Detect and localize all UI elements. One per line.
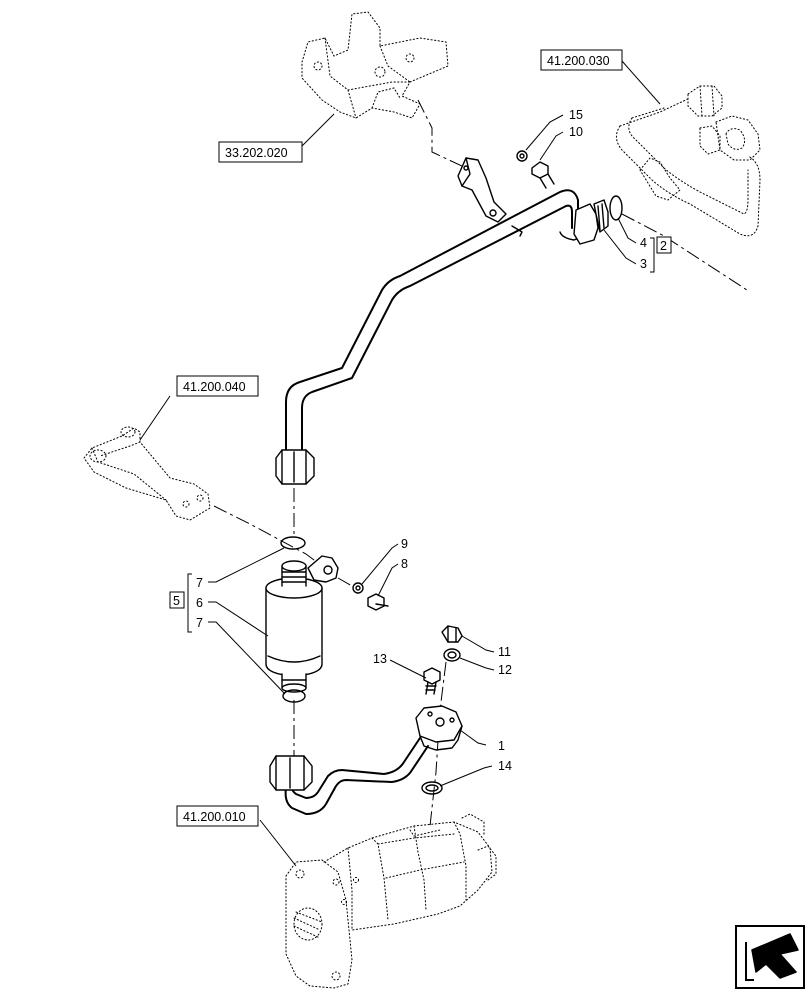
- callout-12: 12: [498, 663, 512, 677]
- washer-9: [352, 582, 364, 594]
- callout-13: 13: [373, 652, 387, 666]
- hose-assembly-dotted: [616, 85, 761, 237]
- callout-14: 14: [498, 759, 512, 773]
- plug-11: [441, 625, 463, 643]
- group-bracket-5: 5: [169, 573, 192, 633]
- ref-box-33-202-020[interactable]: 33.202.020: [218, 141, 303, 163]
- ref-box-41-200-040[interactable]: 41.200.040: [176, 375, 259, 397]
- axis-left-bracket: [213, 505, 331, 573]
- upper-pipe-fitting: [573, 195, 623, 245]
- hydraulic-filter: [265, 555, 339, 693]
- washer-15: [516, 150, 528, 162]
- ref-label-33-202-020: 33.202.020: [225, 146, 288, 160]
- washer-12-inner: [447, 651, 457, 659]
- manifold-block: [415, 705, 463, 751]
- upper-pipe-nut: [275, 449, 315, 485]
- washer-12: [443, 648, 461, 662]
- axis-fitting-hose: [621, 213, 751, 293]
- callout-1: 1: [498, 739, 505, 753]
- pipe-mounting-bracket: [457, 157, 523, 237]
- callout-11: 11: [498, 645, 511, 659]
- bracket-top-dotted: [301, 11, 449, 119]
- callout-7-upper: 7: [196, 576, 203, 590]
- axis-manifold: [429, 661, 447, 827]
- callout-9: 9: [401, 537, 408, 551]
- ref-label-41-200-030: 41.200.030: [547, 54, 610, 68]
- leader-lines: [139, 60, 661, 867]
- left-bracket-dotted: [83, 426, 211, 521]
- washer-14-inner: [425, 784, 439, 792]
- bolt-10: [531, 161, 555, 189]
- callout-6: 6: [196, 596, 203, 610]
- callout-10: 10: [569, 125, 583, 139]
- o-ring-lower: [282, 689, 306, 703]
- axis-bracket: [417, 99, 467, 169]
- group-label-2: 2: [660, 239, 667, 253]
- callout-15: 15: [569, 108, 583, 122]
- callout-8: 8: [401, 557, 408, 571]
- upper-pipe: [285, 189, 585, 451]
- bolt-8: [367, 593, 389, 611]
- ref-box-41-200-030[interactable]: 41.200.030: [540, 49, 623, 71]
- arrow-nav-icon[interactable]: [735, 925, 805, 989]
- group-label-5: 5: [173, 594, 180, 608]
- ref-label-41-200-040: 41.200.040: [183, 380, 246, 394]
- ref-box-41-200-010[interactable]: 41.200.010: [176, 805, 259, 827]
- lower-pipe: [284, 737, 429, 815]
- o-ring-upper: [280, 536, 306, 550]
- callout-3: 3: [640, 257, 647, 271]
- axis-filter-bolt: [337, 577, 353, 587]
- group-bracket-2: 2: [650, 236, 672, 273]
- lower-pipe-nut: [269, 755, 313, 791]
- bolt-13: [423, 667, 441, 695]
- callout-4: 4: [640, 236, 647, 250]
- callout-7-lower: 7: [196, 616, 203, 630]
- washer-14: [421, 781, 443, 795]
- hydraulic-pump-dotted: [285, 813, 497, 989]
- ref-label-41-200-010: 41.200.010: [183, 810, 246, 824]
